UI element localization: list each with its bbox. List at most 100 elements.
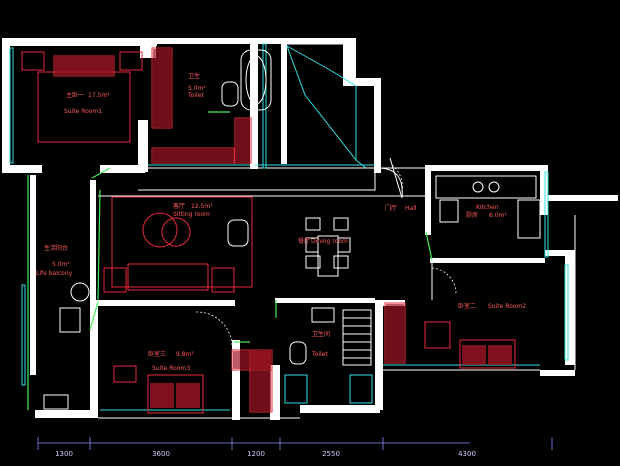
armchair: [103, 267, 127, 293]
headboard-fill: [55, 57, 113, 75]
wardrobe: [151, 47, 173, 129]
pillow-fill: [150, 383, 174, 408]
bathtub-inner: [245, 55, 267, 105]
burner: [488, 181, 500, 193]
wall-segment: [270, 365, 280, 420]
door-leaf: [425, 231, 433, 261]
wardrobe-fill: [153, 49, 171, 127]
kitchen-counter: [435, 175, 537, 199]
hall-wall-line: [138, 167, 376, 191]
wardrobe: [234, 117, 252, 164]
wall-segment: [97, 300, 235, 306]
wall-segment: [425, 165, 431, 235]
armchair: [211, 267, 235, 293]
nightstand: [21, 51, 45, 71]
pillow-fill: [462, 345, 486, 365]
door-leaf: [89, 301, 99, 331]
bed2-name-en: Suite Room2: [488, 303, 526, 310]
bed2-bed: [459, 339, 516, 369]
bed3-name-en: Suite Room3: [152, 365, 190, 372]
wall-segment: [90, 180, 96, 300]
bed3-name-cn: 卧室三: [148, 350, 166, 358]
wall-segment: [156, 38, 356, 44]
doors: [27, 111, 433, 410]
wall-segment: [250, 44, 258, 169]
wall-segment: [343, 38, 356, 86]
toilet2-name-cn: 卫生间: [312, 330, 330, 338]
master-bed: [37, 71, 131, 143]
kitchen-area: 6.0m²: [489, 212, 507, 219]
wall-segment: [100, 165, 145, 173]
wall-segment: [375, 300, 383, 410]
door-leaf: [91, 167, 111, 179]
dining-name-cn: 餐厅: [298, 237, 310, 245]
wardrobe: [151, 147, 235, 164]
wall-segment: [2, 38, 10, 173]
toilet-fixture: [221, 81, 239, 107]
dimension-label: 3600: [152, 450, 170, 458]
kitchen-name-en: Kitchen: [476, 204, 499, 211]
chair: [305, 217, 321, 231]
living-name-en: Sitting room: [173, 211, 210, 218]
wall-segment: [275, 298, 375, 303]
pillow-fill: [488, 345, 512, 365]
windows: [9, 43, 569, 411]
wardrobe: [384, 302, 406, 364]
coffee-table: [142, 212, 178, 248]
dimension-label: 4300: [458, 450, 476, 458]
window: [262, 43, 267, 169]
entrance-name-cn: 门厅: [385, 204, 397, 212]
nightstand: [113, 365, 137, 383]
chair: [333, 217, 349, 231]
wall-segment: [545, 250, 575, 256]
wall-segment: [540, 370, 575, 376]
toilet-fixture: [289, 341, 307, 365]
toilet1-area: 5.0m²: [188, 85, 206, 92]
window: [564, 264, 569, 361]
wall-segment: [2, 165, 42, 173]
toilet2-name-en: Toilet: [311, 351, 328, 358]
wardrobe-fill: [233, 351, 271, 369]
bed3-bed: [147, 374, 204, 414]
balcony-name-cn: 生活阳台: [44, 244, 68, 252]
master-headboard: [53, 55, 115, 77]
entrance-door-arc: [377, 167, 403, 199]
door-leaf: [97, 189, 101, 301]
wall-segment: [232, 340, 240, 420]
wall-segment: [565, 255, 575, 365]
entrance-door-leaf: [389, 157, 403, 199]
living-rug: [111, 196, 253, 288]
chair: [337, 237, 351, 253]
appliance: [43, 394, 69, 410]
fridge: [517, 199, 541, 239]
window: [544, 171, 549, 258]
wall-segment: [138, 120, 148, 172]
dimension-label: 1300: [55, 450, 73, 458]
master-name-en: Suite Room1: [64, 108, 102, 115]
master-name-cn: 主卧一: [66, 91, 84, 99]
door-swing: [431, 267, 457, 296]
wall-segment: [30, 175, 36, 375]
chair: [305, 255, 321, 269]
window: [9, 47, 14, 164]
wall-segment: [343, 78, 381, 86]
wall-segment: [300, 405, 380, 413]
wall-outlines: [98, 43, 576, 419]
wall-segment: [540, 165, 548, 215]
toilet1-name-cn: 卫生: [188, 72, 200, 80]
staircase: [342, 309, 372, 366]
toilet1-name-en: Toilet: [187, 92, 204, 99]
master-area: 17.5m²: [88, 92, 110, 99]
dimension-label: 1200: [247, 450, 265, 458]
wall-segment: [90, 300, 98, 418]
bed2-name-cn: 卧室二: [458, 302, 476, 310]
bay-window: [286, 45, 357, 161]
main-door: [377, 157, 403, 199]
living-area: 12.5m²: [191, 203, 213, 210]
wall-segment: [281, 44, 287, 164]
living-name-cn: 客厅: [173, 202, 185, 210]
door-swings: [195, 164, 457, 346]
burner: [472, 181, 484, 193]
pillow-fill: [176, 383, 200, 408]
